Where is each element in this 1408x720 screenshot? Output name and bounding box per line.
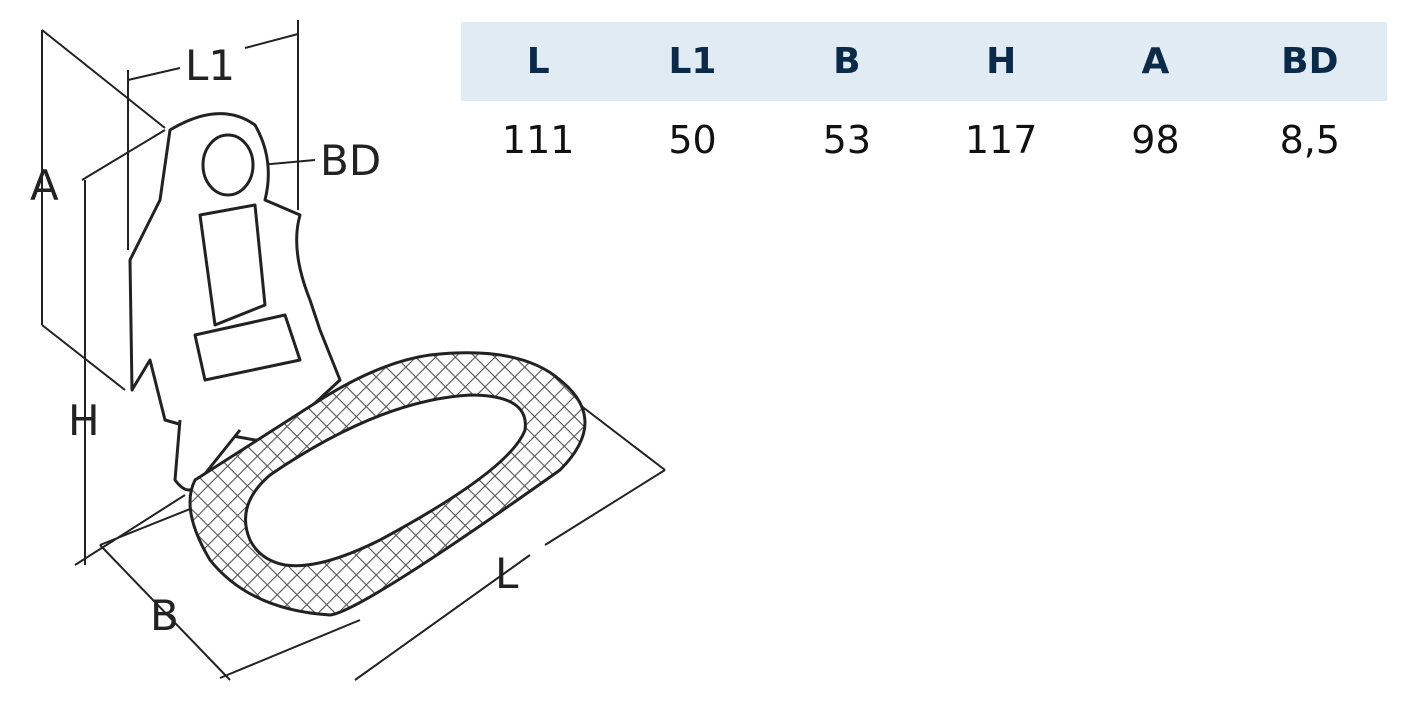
step-body [128,112,342,492]
value-b: 53 [822,118,871,162]
value-a: 98 [1131,118,1180,162]
table-header-row: L L1 B H A BD [461,22,1387,101]
header-bd: BD [1232,22,1387,101]
label-h: H [68,396,100,445]
dimensions-table: L L1 B H A BD 111 50 53 117 98 8,5 [461,22,1387,179]
value-l: 111 [501,118,575,162]
value-h: 117 [964,118,1038,162]
header-a: A [1078,22,1233,101]
step-plate [188,351,587,617]
value-l1: 50 [668,118,717,162]
header-h: H [923,22,1079,101]
header-l1: L1 [615,22,770,101]
folding-step-diagram: L1 BD A H B L [30,20,666,681]
header-b: B [769,22,924,101]
dimension-lines [41,20,666,681]
label-l: L [495,549,519,598]
label-bd: BD [320,136,381,185]
label-b: B [150,591,179,640]
value-bd: 8,5 [1279,118,1341,162]
header-l: L [461,22,616,101]
label-l1: L1 [185,41,235,90]
table-row: 111 50 53 117 98 8,5 [461,101,1387,179]
label-a: A [30,161,59,210]
